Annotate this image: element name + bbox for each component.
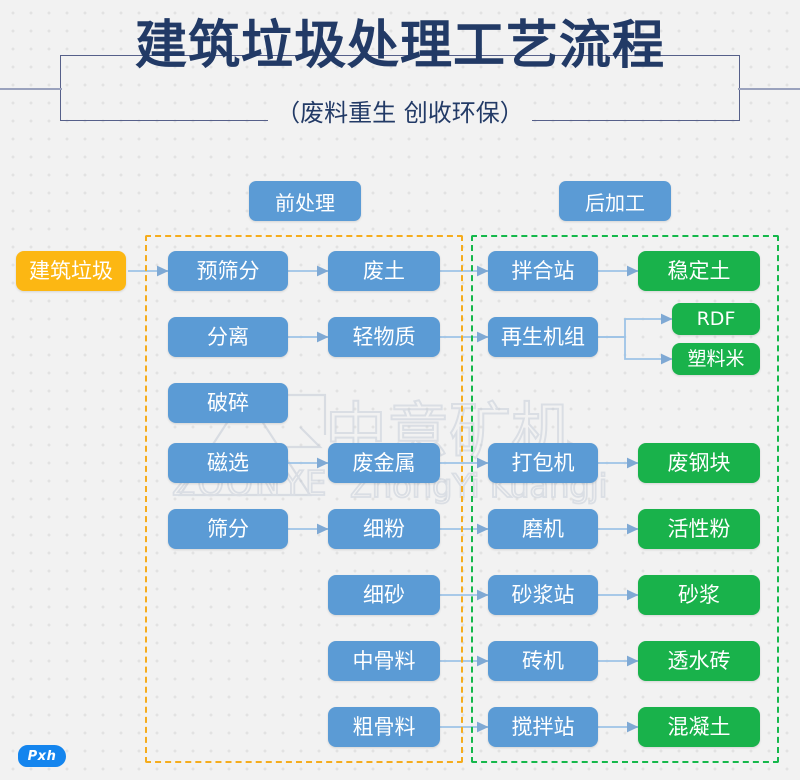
node-waste-metal[interactable]: 废金属 <box>328 443 440 483</box>
page-title: 建筑垃圾处理工艺流程 <box>134 16 665 76</box>
node-crushing[interactable]: 破碎 <box>168 383 288 423</box>
node-active-powder[interactable]: 活性粉 <box>638 509 760 549</box>
group-box-preprocessing <box>145 235 463 763</box>
node-coarse-aggregate[interactable]: 粗骨料 <box>328 707 440 747</box>
node-fine-powder[interactable]: 细粉 <box>328 509 440 549</box>
node-fine-sand[interactable]: 细砂 <box>328 575 440 615</box>
node-regeneration-unit[interactable]: 再生机组 <box>488 317 598 357</box>
node-mixing-station[interactable]: 拌合站 <box>488 251 598 291</box>
node-stabilized-soil[interactable]: 稳定土 <box>638 251 760 291</box>
group-box-postprocessing <box>471 235 779 763</box>
node-scrap-steel[interactable]: 废钢块 <box>638 443 760 483</box>
page-subtitle-text: （废料重生 创收环保） <box>268 99 532 127</box>
node-mortar[interactable]: 砂浆 <box>638 575 760 615</box>
node-plastic-pellets[interactable]: 塑料米 <box>672 343 760 375</box>
section-header-pre[interactable]: 前处理 <box>249 181 361 221</box>
node-concrete-mixing-station[interactable]: 搅拌站 <box>488 707 598 747</box>
node-rdf[interactable]: RDF <box>672 303 760 335</box>
pxh-logo-badge: Pxh <box>18 745 66 767</box>
page-subtitle: （废料重生 创收环保） <box>0 96 800 130</box>
node-brick-machine[interactable]: 砖机 <box>488 641 598 681</box>
node-input-construction-waste[interactable]: 建筑垃圾 <box>16 251 126 291</box>
node-medium-aggregate[interactable]: 中骨料 <box>328 641 440 681</box>
node-separation[interactable]: 分离 <box>168 317 288 357</box>
node-screening[interactable]: 筛分 <box>168 509 288 549</box>
node-light-material[interactable]: 轻物质 <box>328 317 440 357</box>
node-permeable-brick[interactable]: 透水砖 <box>638 641 760 681</box>
node-magnetic-sorting[interactable]: 磁选 <box>168 443 288 483</box>
title-rule-left <box>0 88 62 90</box>
title-rule-right <box>738 88 800 90</box>
section-header-post[interactable]: 后加工 <box>559 181 671 221</box>
node-mortar-station[interactable]: 砂浆站 <box>488 575 598 615</box>
node-waste-soil[interactable]: 废土 <box>328 251 440 291</box>
node-baler[interactable]: 打包机 <box>488 443 598 483</box>
edge-regenunit-to-plastic <box>598 336 673 365</box>
node-concrete[interactable]: 混凝土 <box>638 707 760 747</box>
node-pre-screening[interactable]: 预筛分 <box>168 251 288 291</box>
title-area: 建筑垃圾处理工艺流程 （废料重生 创收环保） <box>0 0 800 150</box>
node-grinding-mill[interactable]: 磨机 <box>488 509 598 549</box>
